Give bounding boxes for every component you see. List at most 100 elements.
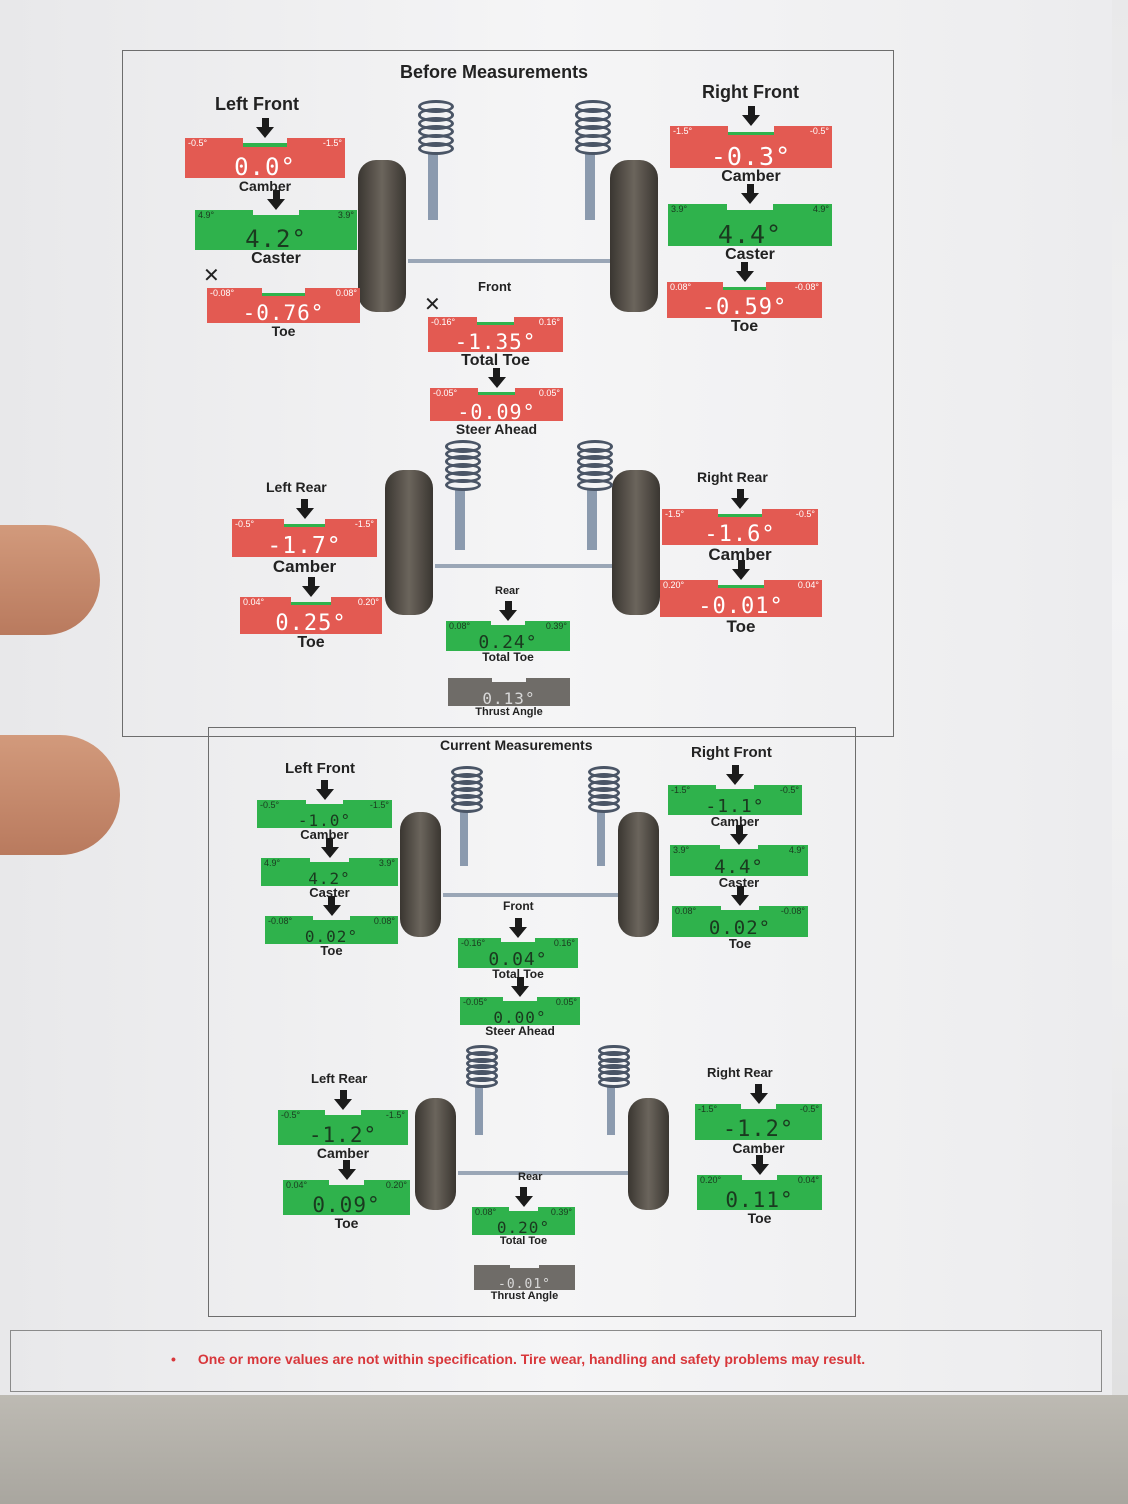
gauge-bar <box>695 1111 822 1140</box>
arrow-down-icon <box>487 377 506 388</box>
gauge-min: -0.5° <box>281 1110 301 1120</box>
gauge-max: 0.20° <box>357 597 379 607</box>
current-measurements-panel <box>208 727 856 1317</box>
gauge-label: Caster <box>309 885 350 900</box>
strut-illustration <box>587 489 597 550</box>
coil-spring-icon <box>445 478 481 492</box>
notch-side <box>777 1175 822 1183</box>
notch-side <box>343 800 392 807</box>
arrow-down-icon <box>261 118 269 128</box>
notch-side <box>458 938 502 945</box>
notch-side <box>758 845 808 852</box>
gauge-bar <box>257 806 392 828</box>
notch-center <box>328 1184 365 1188</box>
gauge-max: -1.5° <box>369 800 389 810</box>
tire-illustration <box>612 470 660 615</box>
notch-side <box>207 288 263 296</box>
gauge-max: 0.20° <box>385 1180 407 1190</box>
before-rf-camber-gauge: -1.5° -0.5° -0.3° Camber <box>670 106 832 185</box>
strut-illustration <box>459 811 468 866</box>
gauge-max: -1.5° <box>322 138 342 148</box>
control-arm-illustration <box>408 258 610 263</box>
gauge-label: Caster <box>718 875 760 890</box>
notch-side <box>695 1104 741 1112</box>
finger <box>0 735 120 855</box>
current-left-front-label: Left Front <box>285 760 355 777</box>
tolerance-notch <box>668 785 802 792</box>
notch-side <box>776 1104 822 1112</box>
notch-center <box>740 1108 777 1112</box>
control-arm-illustration <box>442 893 618 898</box>
gauge-label: Toe <box>728 936 752 951</box>
gauge-min: -1.5° <box>665 509 685 519</box>
arrow-down-icon <box>320 847 339 858</box>
gauge-max: -0.08° <box>794 282 819 292</box>
gauge-min: 0.08° <box>449 621 471 631</box>
gauge-min: -0.5° <box>188 138 208 148</box>
notch-side <box>257 800 306 807</box>
gauge-min: 0.20° <box>700 1175 722 1185</box>
arrow-down-icon <box>736 489 744 499</box>
gauge-min: 4.9° <box>264 858 281 868</box>
out-of-range-x-icon: ✕ <box>203 265 220 287</box>
notch-side <box>472 1207 510 1214</box>
current-lf-camber-gauge: -0.5° -1.5° -1.0° Camber <box>257 780 392 842</box>
notch-center <box>718 513 762 517</box>
notch-side <box>428 317 477 325</box>
arrow-down-icon <box>520 1187 527 1197</box>
gauge-min: -0.5° <box>235 519 255 529</box>
current-rf-camber-gauge: -1.5° -0.5° -1.1° Camber <box>668 765 802 829</box>
gauge-max: 0.39° <box>545 621 567 631</box>
gauge-label: Thrust Angle <box>475 706 543 718</box>
arrow-down-icon <box>747 106 755 116</box>
tolerance-notch <box>697 1175 822 1183</box>
before-lr-toe-gauge: 0.04° 0.20° 0.25° Toe <box>240 577 382 651</box>
arrow-down-icon <box>315 789 334 800</box>
notch-side <box>526 678 570 685</box>
arrow-down-icon <box>326 838 333 848</box>
notch-center <box>284 524 325 528</box>
gauge-bar <box>185 146 345 178</box>
tolerance-notch <box>448 678 570 685</box>
notch-side <box>514 317 563 325</box>
coil-spring-icon <box>418 142 454 156</box>
notch-side <box>534 938 578 945</box>
arrow-down-icon <box>339 1090 347 1100</box>
gauge-label: Camber <box>708 545 772 564</box>
notch-side <box>772 204 832 214</box>
notch-side <box>195 210 254 219</box>
gauge-value: 0.25° <box>275 611 347 636</box>
arrow-down-icon <box>337 1169 356 1180</box>
notch-center <box>720 910 760 913</box>
notch-side <box>448 678 492 685</box>
before-rf-toe-gauge: 0.08° -0.08° -0.59° Toe <box>667 262 822 335</box>
before-right-front-label: Right Front <box>702 82 799 102</box>
gauge-value: -1.35° <box>454 330 537 354</box>
arrow-down-icon <box>755 1084 762 1094</box>
notch-side <box>278 1110 325 1118</box>
notch-center <box>253 215 299 219</box>
current-lf-toe-gauge: -0.08° 0.08° 0.02° Toe <box>265 896 398 958</box>
gauge-label: Toe <box>747 1210 772 1226</box>
notch-side <box>324 519 377 528</box>
before-r-total-toe-gauge: 0.08° 0.39° 0.24° Total Toe <box>446 601 570 664</box>
tire-illustration <box>628 1098 669 1210</box>
gauge-bar <box>195 218 357 250</box>
notch-side <box>430 388 478 396</box>
gauge-label: Total Toe <box>461 352 530 369</box>
current-front-label: Front <box>503 899 534 913</box>
gauge-max: 0.16° <box>553 938 575 948</box>
arrow-down-icon <box>302 586 320 597</box>
notch-center <box>305 803 344 807</box>
gauge-bar <box>660 588 822 617</box>
notch-side <box>298 210 357 219</box>
gauge-bar <box>240 605 382 634</box>
arrow-down-icon <box>741 193 759 204</box>
gauge-min: -0.5° <box>260 800 280 810</box>
gauge-bar <box>232 527 377 557</box>
notch-center <box>491 681 527 685</box>
arrow-down-icon <box>731 765 739 775</box>
strut-illustration <box>585 154 595 220</box>
notch-side <box>667 282 723 290</box>
notch-side <box>515 388 563 396</box>
